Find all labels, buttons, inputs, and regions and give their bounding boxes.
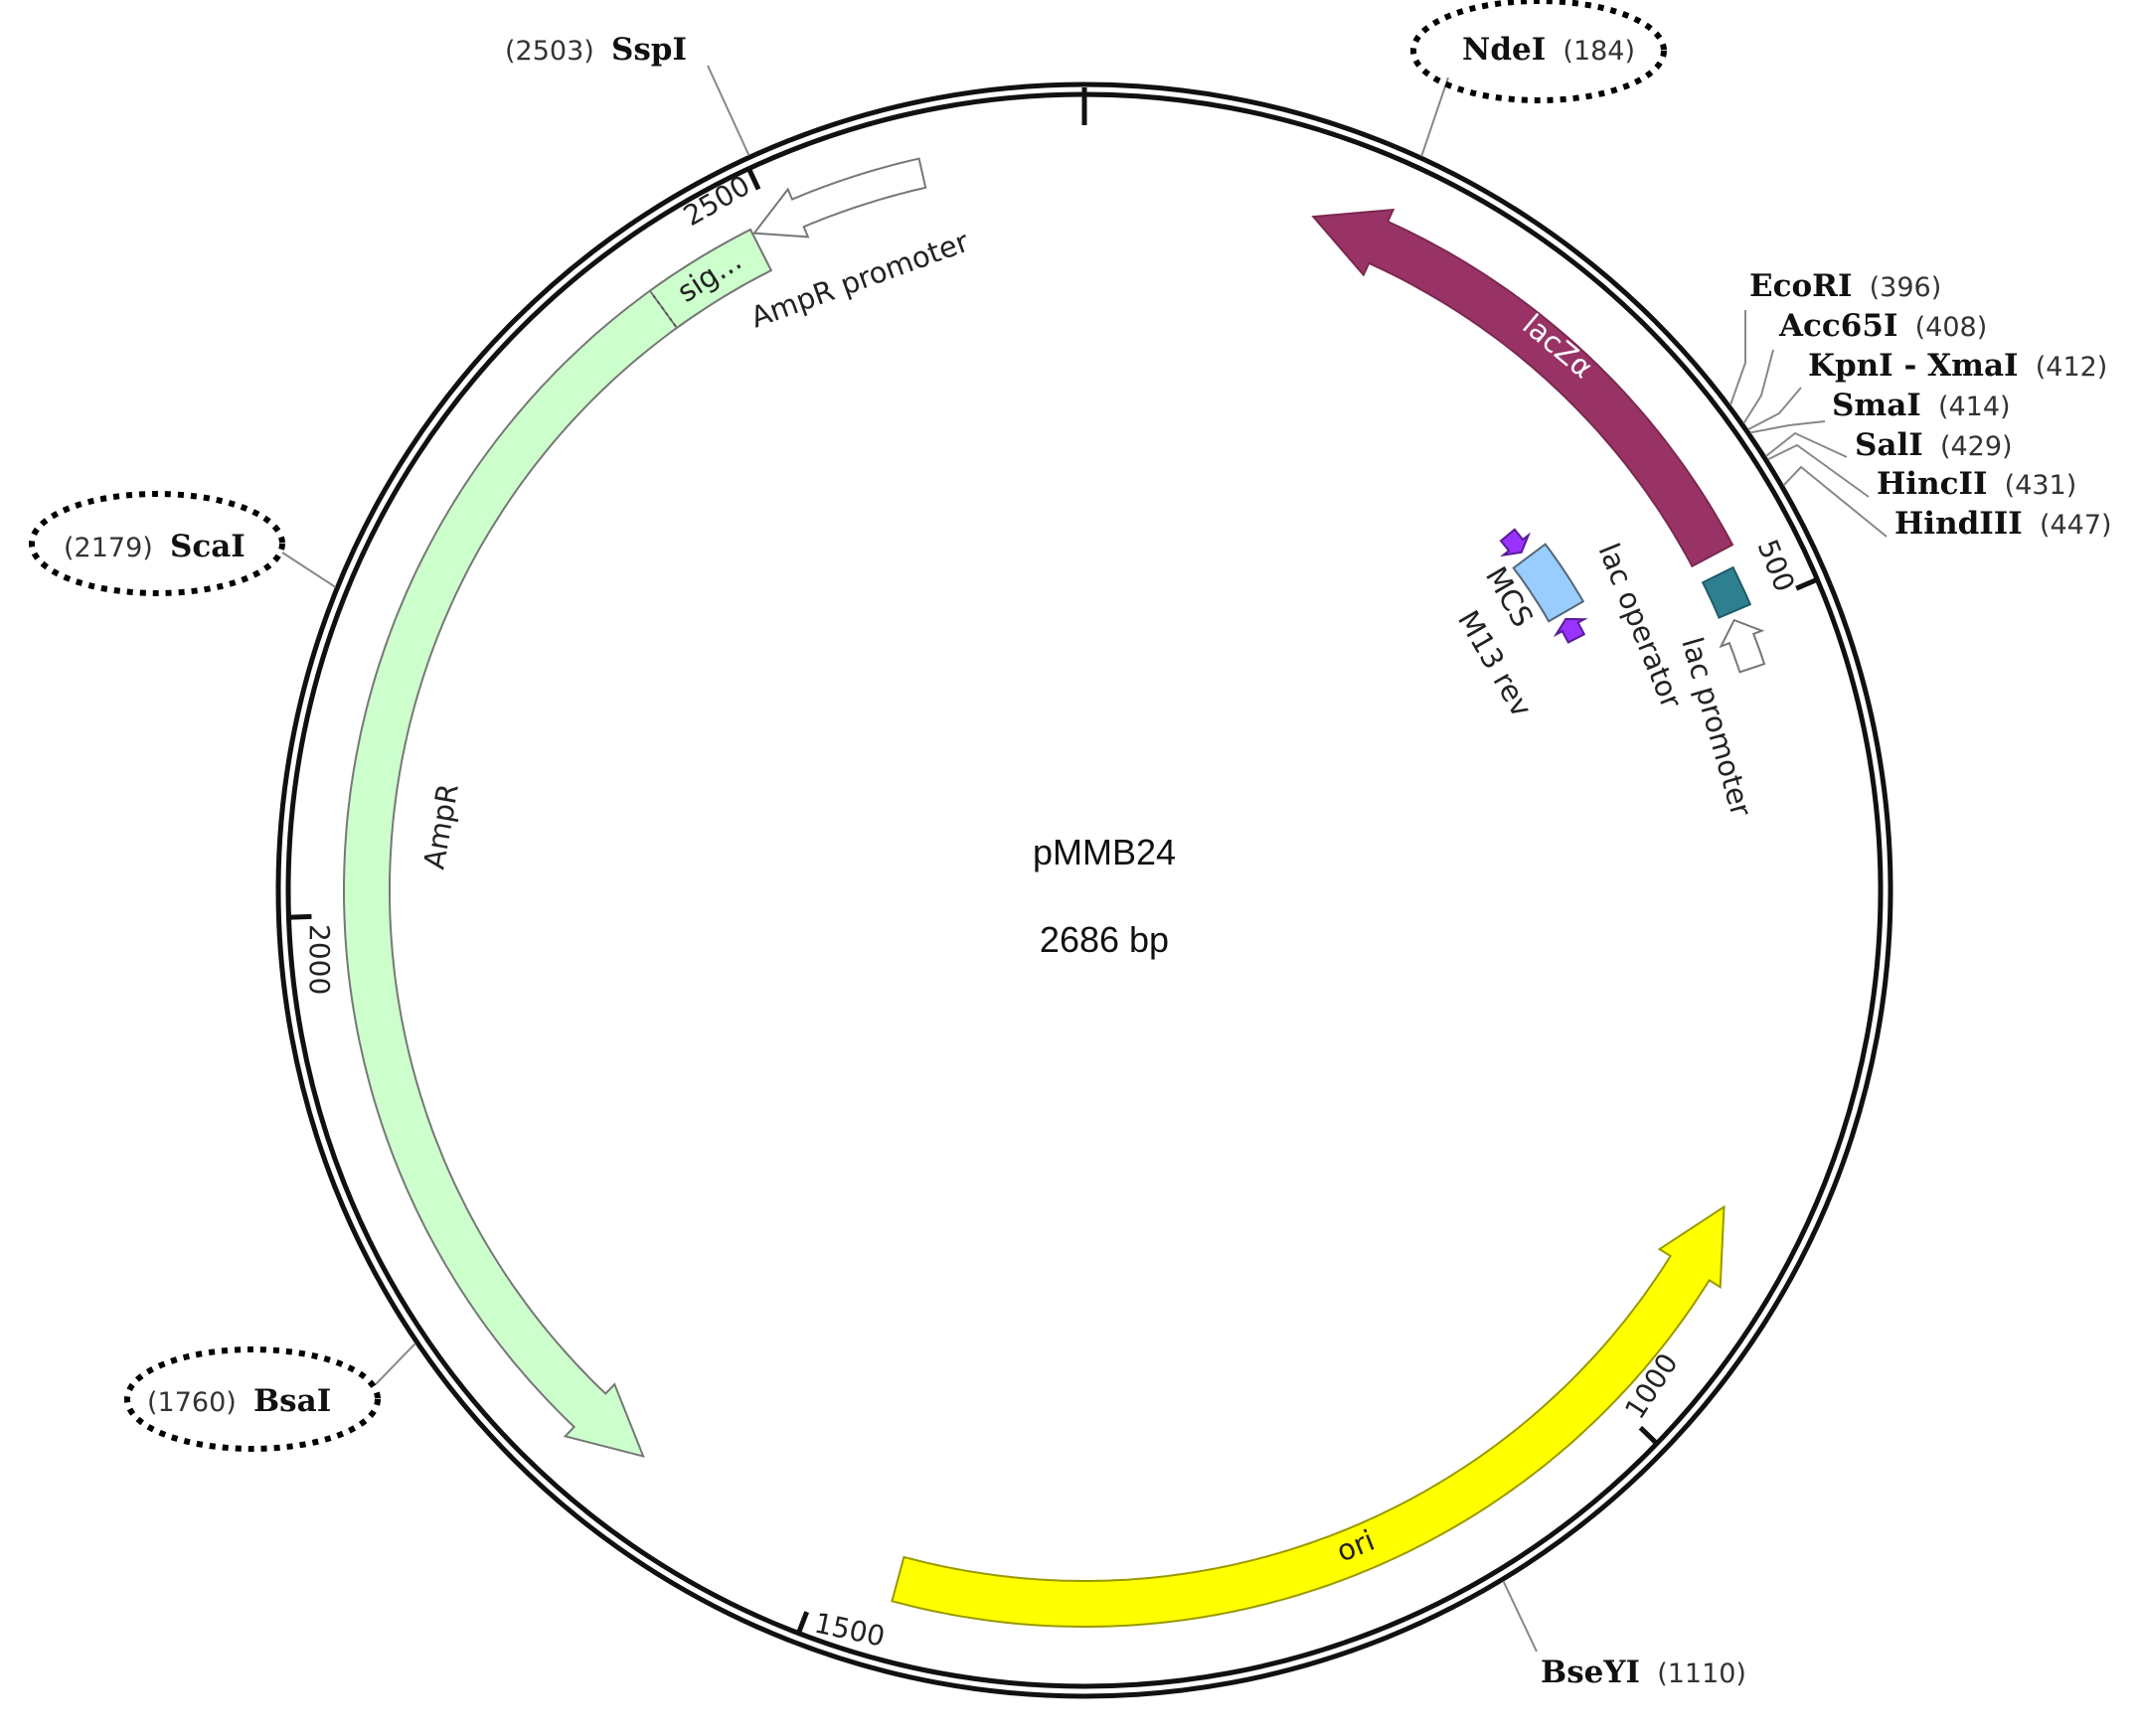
site-position: (429) (1940, 431, 2013, 462)
site-hindiii[interactable]: HindIII (447) (1894, 506, 2112, 542)
site-name: EcoRI (1749, 268, 1852, 304)
site-kpni-xmai[interactable]: KpnI - XmaI (412) (1808, 348, 2107, 384)
leader-acc65i (1742, 349, 1774, 424)
tick-label-2500: 2500 (678, 169, 755, 233)
site-position: (184) (1562, 36, 1635, 67)
site-name: ScaI (170, 529, 246, 564)
backbone-outer-ring (275, 81, 1893, 1699)
site-name: HincII (1877, 466, 1987, 502)
site-sali[interactable]: SalI (429) (1855, 427, 2013, 463)
tick-marks (290, 87, 1817, 1633)
site-bseyi[interactable]: BseYI (1110) (1541, 1655, 1746, 1690)
site-position: (408) (1915, 312, 1988, 343)
tick-label-1500: 1500 (812, 1607, 889, 1654)
leader-smai (1749, 420, 1826, 434)
site-leader-lines (281, 65, 1888, 1653)
site-name: BseYI (1541, 1655, 1640, 1690)
site-position: (412) (2036, 352, 2108, 383)
tick-label-500: 500 (1751, 535, 1802, 596)
leader-hindiii (1782, 465, 1888, 538)
site-position: (2503) (505, 36, 594, 67)
site-name: HindIII (1894, 506, 2023, 542)
tick-1000 (1638, 1425, 1658, 1445)
highlight-circle-ndei (1410, 0, 1667, 103)
feature-ampr[interactable] (343, 228, 773, 1458)
feature-track (343, 157, 1766, 1628)
plasmid-backbone (275, 81, 1893, 1699)
site-name: BsaI (253, 1383, 331, 1419)
site-name: SalI (1855, 427, 1923, 463)
tick-label-2000: 2000 (303, 924, 336, 995)
site-name: SspI (611, 32, 687, 68)
site-ndei[interactable]: NdeI (184) (1462, 32, 1635, 68)
leader-bsai (375, 1342, 416, 1385)
site-acc65i[interactable]: Acc65I (408) (1778, 308, 1987, 344)
site-name: SmaI (1832, 388, 1921, 423)
tick-2000 (290, 913, 312, 920)
feature-lac-promoter[interactable] (1719, 618, 1766, 674)
leader-scai (281, 552, 336, 588)
leader-sali (1765, 431, 1848, 458)
feature-laczalpha[interactable] (1311, 208, 1734, 568)
site-position: (2179) (64, 533, 153, 563)
feature-m13-fwd[interactable] (1499, 528, 1531, 557)
site-position: (1760) (147, 1387, 237, 1418)
feature-ampr-promoter[interactable] (751, 157, 927, 238)
feature-lac-operator[interactable] (1701, 565, 1752, 619)
restriction-sites: (2503) SspI NdeI (184) EcoRI (396) Acc65I (… (29, 0, 2112, 1690)
site-smai[interactable]: SmaI (414) (1832, 388, 2011, 423)
feature-m13-rev[interactable] (1553, 617, 1588, 644)
site-position: (1110) (1657, 1658, 1746, 1689)
plasmid-length: 2686 bp (1040, 919, 1169, 960)
plasmid-name: pMMB24 (1033, 832, 1176, 872)
site-name: KpnI - XmaI (1808, 348, 2019, 384)
feature-label-ampr: AmpR (416, 781, 465, 871)
site-scai[interactable]: (2179) ScaI (64, 529, 246, 564)
tick-500 (1795, 577, 1817, 591)
feature-mcs[interactable] (1512, 543, 1585, 623)
site-hincii[interactable]: HincII (431) (1877, 466, 2076, 502)
backbone-inner-ring (285, 91, 1884, 1689)
leader-hincii (1767, 443, 1870, 498)
leader-ecori (1728, 310, 1746, 405)
site-position: (396) (1870, 272, 1942, 303)
site-name: Acc65I (1778, 308, 1897, 344)
signal-boundary (650, 291, 677, 327)
leader-ndei (1420, 77, 1449, 157)
highlight-circle-scai (29, 491, 285, 596)
tick-1500 (796, 1611, 809, 1633)
leader-kpni-xmai (1747, 387, 1802, 431)
tick-2500 (746, 169, 761, 191)
feature-sig[interactable] (648, 228, 773, 330)
site-name: NdeI (1462, 32, 1546, 68)
leader-sspi (707, 65, 750, 156)
site-sspi[interactable]: (2503) SspI (505, 32, 687, 68)
feature-label-lac-operator: lac operator (1592, 539, 1689, 713)
site-bsai[interactable]: (1760) BsaI (147, 1383, 331, 1419)
feature-label-ampr-promoter: AmpR promoter (746, 225, 973, 335)
feature-ori[interactable] (891, 1204, 1726, 1628)
site-ecori[interactable]: EcoRI (396) (1749, 268, 1941, 304)
site-position: (414) (1938, 392, 2011, 422)
site-position: (447) (2040, 510, 2112, 541)
site-position: (431) (2005, 470, 2077, 501)
leader-bseyi (1502, 1580, 1538, 1653)
highlight-circle-bsai (124, 1346, 381, 1452)
